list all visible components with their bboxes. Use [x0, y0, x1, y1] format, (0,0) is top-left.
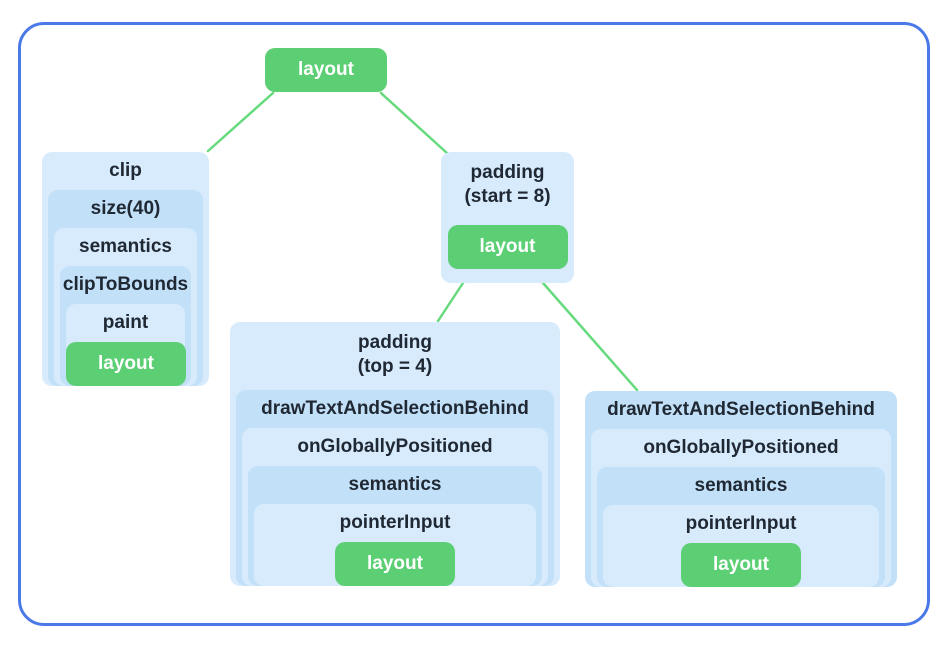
- edge-padding-to-drawtext: [541, 281, 639, 392]
- edge-padding-to-padding-top: [436, 281, 465, 323]
- node-padding: padding (start = 8) layout: [441, 152, 574, 283]
- drawtext-modifier-stack: drawTextAndSelectionBehind onGloballyPosi…: [585, 391, 897, 594]
- node-label-line: padding: [358, 332, 432, 353]
- node-drawtextandselectionbehind: drawTextAndSelectionBehind onGloballyPosi…: [236, 390, 554, 586]
- node-label-line: semantics: [694, 475, 788, 496]
- clip-modifier-stack: clip size(40) semantics clipToBounds paint la…: [42, 152, 209, 393]
- node-label-line: clipToBounds: [62, 274, 189, 295]
- node-label-line: (start = 8): [464, 186, 551, 207]
- node-label: onGloballyPositioned: [242, 428, 548, 466]
- node-semantics: semantics pointerInput layout: [597, 467, 885, 587]
- node-layout-leaf: layout: [447, 225, 568, 269]
- node-label: padding (top = 4): [230, 322, 560, 390]
- node-label-line: clip: [109, 160, 142, 181]
- node-label-line: drawTextAndSelectionBehind: [261, 398, 529, 419]
- node-label-line: onGloballyPositioned: [643, 437, 839, 458]
- node-label: pointerInput: [603, 505, 879, 543]
- node-label-line: semantics: [348, 474, 442, 495]
- node-label: padding (start = 8): [441, 152, 574, 220]
- node-label-line: drawTextAndSelectionBehind: [607, 399, 875, 420]
- node-layout-leaf: layout: [335, 542, 455, 586]
- node-label-line: paint: [102, 312, 149, 333]
- node-ongloballypositioned: onGloballyPositioned semantics pointerInpu…: [591, 429, 891, 587]
- node-padding: padding (top = 4) drawTextAndSelectionBehi…: [230, 322, 560, 586]
- node-label: clip: [42, 152, 209, 190]
- node-label-line: padding: [470, 162, 545, 183]
- node-label: drawTextAndSelectionBehind: [236, 390, 554, 428]
- padding-top-modifier-stack: padding (top = 4) drawTextAndSelectionBehi…: [230, 322, 560, 593]
- diagram-border-frame: [18, 22, 930, 626]
- node-ongloballypositioned: onGloballyPositioned semantics pointerInpu…: [242, 428, 548, 586]
- node-layout-leaf: layout: [681, 543, 801, 587]
- node-size40: size(40) semantics clipToBounds paint layout: [48, 190, 203, 386]
- node-label: pointerInput: [254, 504, 536, 542]
- node-label-line: onGloballyPositioned: [297, 436, 493, 457]
- node-semantics: semantics pointerInput layout: [248, 466, 542, 586]
- node-label: semantics: [54, 228, 197, 266]
- node-label-line: (top = 4): [357, 356, 433, 377]
- node-pointerinput: pointerInput layout: [254, 504, 536, 586]
- node-clip: clip size(40) semantics clipToBounds paint la…: [42, 152, 209, 386]
- node-label: semantics: [248, 466, 542, 504]
- node-semantics: semantics clipToBounds paint layout: [54, 228, 197, 386]
- node-label: drawTextAndSelectionBehind: [585, 391, 897, 429]
- node-root-layout: layout: [265, 48, 387, 92]
- node-paint: paint layout: [66, 304, 186, 386]
- node-cliptobounds: clipToBounds paint layout: [60, 266, 191, 386]
- node-label: clipToBounds: [60, 266, 191, 304]
- node-label: paint: [66, 304, 185, 342]
- edge-root-to-clip: [206, 91, 275, 153]
- node-label-line: semantics: [79, 236, 172, 257]
- node-label: semantics: [597, 467, 885, 505]
- node-label: onGloballyPositioned: [591, 429, 891, 467]
- node-layout-leaf: layout: [66, 342, 186, 386]
- node-pointerinput: pointerInput layout: [603, 505, 879, 587]
- node-label-line: size(40): [90, 198, 161, 219]
- node-drawtextandselectionbehind: drawTextAndSelectionBehind onGloballyPosi…: [585, 391, 897, 587]
- node-label: size(40): [48, 190, 203, 228]
- node-label-line: pointerInput: [339, 512, 451, 533]
- padding-start-modifier-stack: padding (start = 8) layout: [441, 152, 574, 283]
- node-label-line: pointerInput: [685, 513, 797, 534]
- edge-root-to-padding-start: [379, 91, 450, 156]
